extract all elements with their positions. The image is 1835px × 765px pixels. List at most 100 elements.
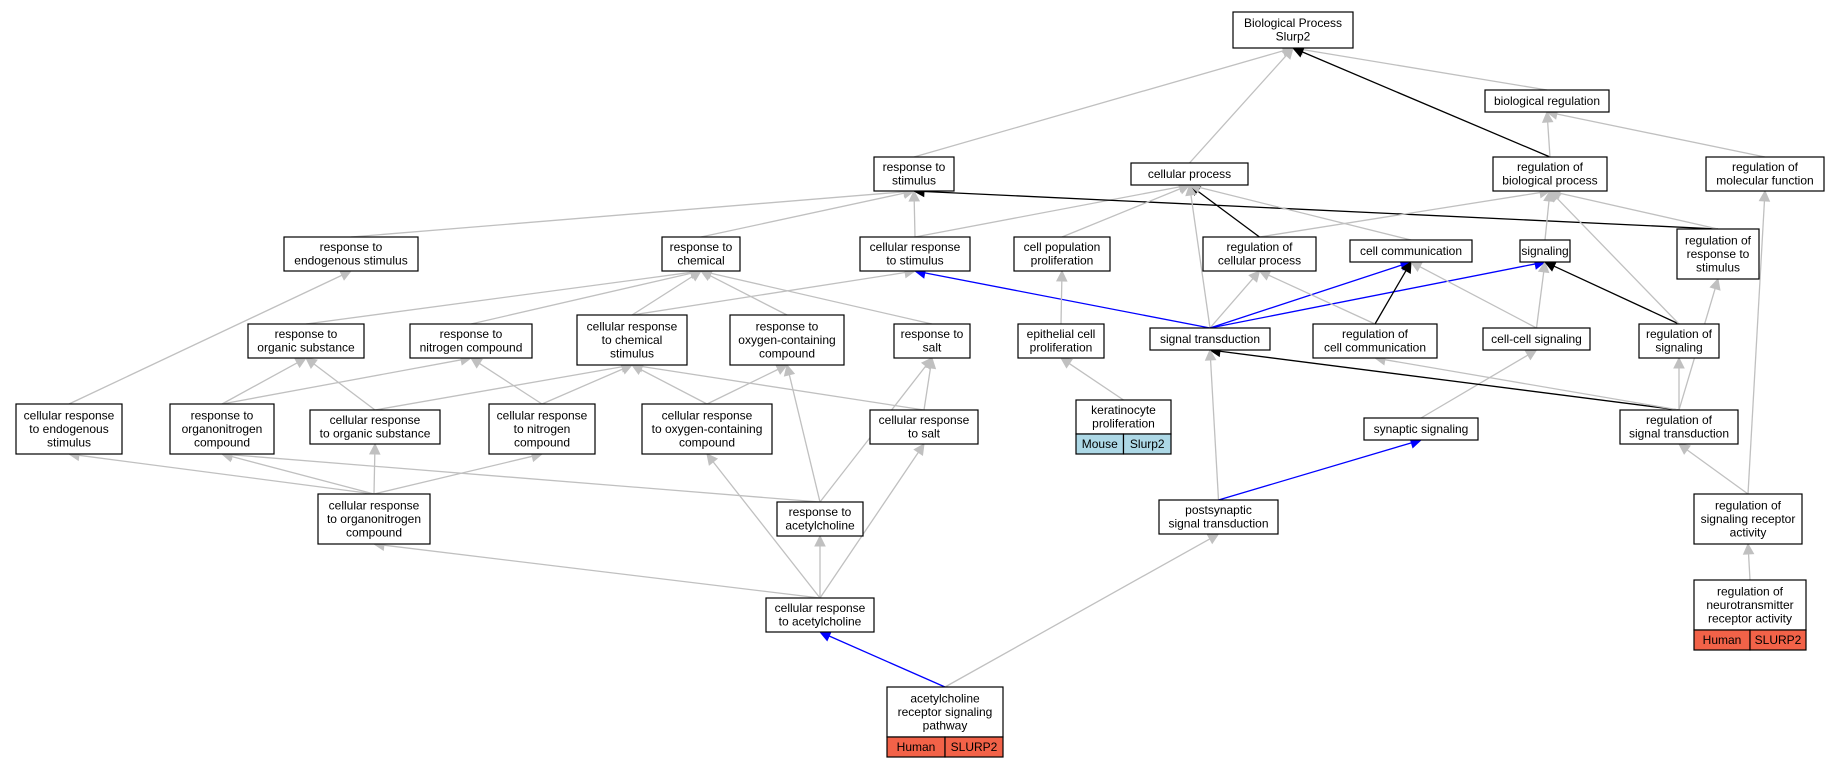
node-label-line: to organic substance [320,427,431,441]
edge-sig_trans-to-cell_comm [1209,264,1402,329]
arrowhead-reg_sig_rec-to-reg_mol [1758,189,1771,202]
node-label-line: signaling receptor [1701,512,1796,526]
node-label-line: acetylcholine [785,519,855,533]
edge-reg_bio-to-bio_reg [1547,121,1551,158]
node-label-line: receptor activity [1708,611,1792,625]
node-box [1312,323,1438,359]
node-sig_trans[interactable]: signal transduction [1149,327,1271,351]
edge-ach_path-to-cr_ach [828,635,946,688]
node-box [1149,327,1271,351]
edge-cell_resp_stim-to-resp_stim [913,200,916,238]
arrowhead-syn_sig-to-cc_sig [1524,349,1538,361]
edge-post_sig-to-sig_trans [1209,359,1220,501]
edge-cr_salt-to-cell_resp_chem [641,365,925,411]
node-label-line: keratinocyte [1091,403,1156,417]
node-label-line: regulation of [1646,413,1713,427]
node-label-line: biological process [1502,174,1597,188]
node-cell_comm[interactable]: cell communication [1349,239,1473,263]
node-bio_reg[interactable]: biological regulation [1484,89,1610,113]
node-box [1013,236,1111,272]
node-cc_sig[interactable]: cell-cell signaling [1482,327,1591,351]
node-box [661,236,741,272]
edge-resp_nitro-to-resp_chem [470,272,692,325]
edge-cell_pop-to-cell_proc [1061,188,1181,238]
node-label-line: Biological Process [1244,16,1342,30]
node-syn_sig[interactable]: synaptic signaling [1363,417,1479,441]
node-box [1619,409,1739,445]
node-label-line: organic substance [257,341,355,355]
edge-epi_prolif-to-cell_pop [1060,280,1063,325]
node-label-line: cellular response [329,498,420,512]
edge-post_sig-to-syn_sig [1218,442,1412,501]
node-box [893,323,971,359]
edge-reg_bio-to-root [1301,51,1551,158]
node-label-line: signaling [1655,341,1702,355]
species-tag-box [1122,433,1172,455]
node-label-line: cellular process [1148,167,1231,181]
edge-reg_sig-to-reg_bio [1556,197,1680,325]
node-label-line: response to [901,327,964,341]
node-label-line: compound [194,435,250,449]
node-label-line: to salt [908,427,941,441]
arrowhead-cr_ach-to-resp_ach [814,534,826,547]
edge-cell_resp_stim-to-cell_proc [914,186,1180,238]
node-label-line: oxygen-containing [738,333,835,347]
node-label-line: synaptic signaling [1374,422,1469,436]
arrowhead-kera-to-epi_prolif [1060,357,1073,369]
edge-bio_reg-to-root [1302,48,1548,91]
node-label-line: pathway [923,718,968,732]
node-label-line: cell population [1024,240,1101,254]
node-box [1349,239,1473,263]
edge-reg_cell_comm-to-reg_cell_proc [1268,274,1376,325]
edge-reg_resp_stim-to-resp_stim [923,190,1719,230]
node-label-line: acetylcholine [910,691,980,705]
edges-layer [67,43,1771,688]
node-box [409,323,533,359]
edge-cr_endo-to-resp_endo [68,274,343,405]
node-label-line: proliferation [1031,254,1094,268]
node-cell_proc[interactable]: cellular process [1130,162,1249,186]
node-label-line: cellular process [1218,254,1301,268]
node-signaling[interactable]: signaling [1519,239,1571,263]
node-box [641,403,773,455]
edge-cr_ach-to-cr_salt [819,451,919,599]
edge-kera-to-epi_prolif [1068,363,1124,401]
node-label-line: regulation of [1685,233,1752,247]
node-label-line: regulation of [1342,327,1409,341]
edge-ach_path-to-post_sig [944,538,1211,688]
